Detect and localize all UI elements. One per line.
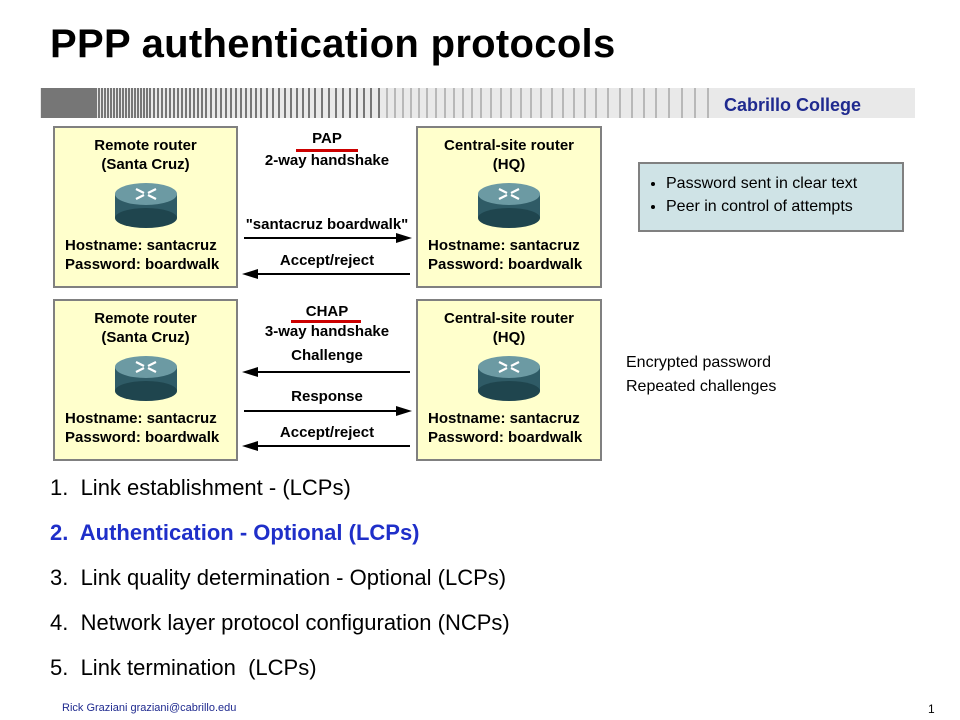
chap-central-hostname: Hostname: santacruz bbox=[428, 410, 580, 427]
arrow-right-icon bbox=[244, 406, 412, 416]
chap-message-response: Response bbox=[291, 388, 363, 405]
pap-remote-router-box: Remote router (Santa Cruz) Hostname: san… bbox=[53, 126, 238, 288]
brand-name: Cabrillo College bbox=[724, 95, 862, 115]
pap-message-accept: Accept/reject bbox=[279, 252, 375, 269]
pap-central-router-box: Central-site router (HQ) Hostname: santa… bbox=[416, 126, 602, 288]
router-icon bbox=[478, 356, 540, 401]
pap-handshake-label: 2-way handshake bbox=[264, 152, 390, 169]
pap-remote-hostname: Hostname: santacruz bbox=[65, 237, 217, 254]
pap-remote-line2: (Santa Cruz) bbox=[101, 156, 190, 173]
chap-central-line1: Central-site router bbox=[443, 310, 575, 327]
router-icon bbox=[115, 356, 177, 401]
ppp-phases-list: 1. Link establishment - (LCPs) 2. Authen… bbox=[50, 475, 510, 700]
chap-message-challenge: Challenge bbox=[291, 347, 363, 364]
chap-central-router-box: Central-site router (HQ) Hostname: santa… bbox=[416, 299, 602, 461]
chap-remote-router-box: Remote router (Santa Cruz) Hostname: san… bbox=[53, 299, 238, 461]
pap-central-hostname: Hostname: santacruz bbox=[428, 237, 580, 254]
chap-remote-line1: Remote router bbox=[94, 310, 197, 327]
pap-central-line1: Central-site router bbox=[443, 137, 575, 154]
list-item: 4. Network layer protocol configuration … bbox=[50, 610, 510, 635]
list-item: 1. Link establishment - (LCPs) bbox=[50, 475, 351, 500]
list-item: 5. Link termination (LCPs) bbox=[50, 655, 317, 680]
pap-central-password: Password: boardwalk bbox=[428, 256, 583, 273]
arrow-right-icon bbox=[244, 233, 412, 243]
pap-notes-callout: Password sent in clear text Peer in cont… bbox=[638, 162, 904, 232]
pap-note: Peer in control of attempts bbox=[666, 195, 902, 218]
chap-central-password: Password: boardwalk bbox=[428, 429, 583, 446]
chap-handshake-label: 3-way handshake bbox=[264, 323, 390, 340]
chap-remote-password: Password: boardwalk bbox=[65, 429, 220, 446]
footer-author: Rick Graziani graziani@cabrillo.edu bbox=[62, 702, 237, 714]
pap-message-credentials: "santacruz boardwalk" bbox=[245, 216, 409, 233]
chap-remote-hostname: Hostname: santacruz bbox=[65, 410, 217, 427]
router-icon bbox=[478, 183, 540, 228]
chap-underline bbox=[291, 320, 361, 323]
list-item-highlighted: 2. Authentication - Optional (LCPs) bbox=[50, 520, 420, 545]
pap-remote-password: Password: boardwalk bbox=[65, 256, 220, 273]
chap-remote-line2: (Santa Cruz) bbox=[101, 329, 190, 346]
pap-underline bbox=[296, 149, 358, 152]
pap-central-line2: (HQ) bbox=[492, 156, 526, 173]
chap-message-accept: Accept/reject bbox=[279, 424, 375, 441]
slide-title: PPP authentication protocols bbox=[50, 22, 616, 66]
list-item: 3. Link quality determination - Optional… bbox=[50, 565, 507, 590]
pap-protocol-label: PAP bbox=[312, 130, 342, 147]
pap-remote-line1: Remote router bbox=[94, 137, 197, 154]
header-banner bbox=[40, 88, 915, 118]
arrow-left-icon bbox=[242, 367, 410, 377]
chap-protocol-label: CHAP bbox=[305, 303, 349, 320]
arrow-left-icon bbox=[242, 269, 410, 279]
chap-note: Repeated challenges bbox=[626, 378, 777, 395]
router-icon bbox=[115, 183, 177, 228]
arrow-left-icon bbox=[242, 441, 410, 451]
pap-note: Password sent in clear text bbox=[666, 172, 902, 195]
page-number: 1 bbox=[928, 702, 935, 716]
chap-note: Encrypted password bbox=[626, 354, 771, 371]
chap-central-line2: (HQ) bbox=[492, 329, 526, 346]
